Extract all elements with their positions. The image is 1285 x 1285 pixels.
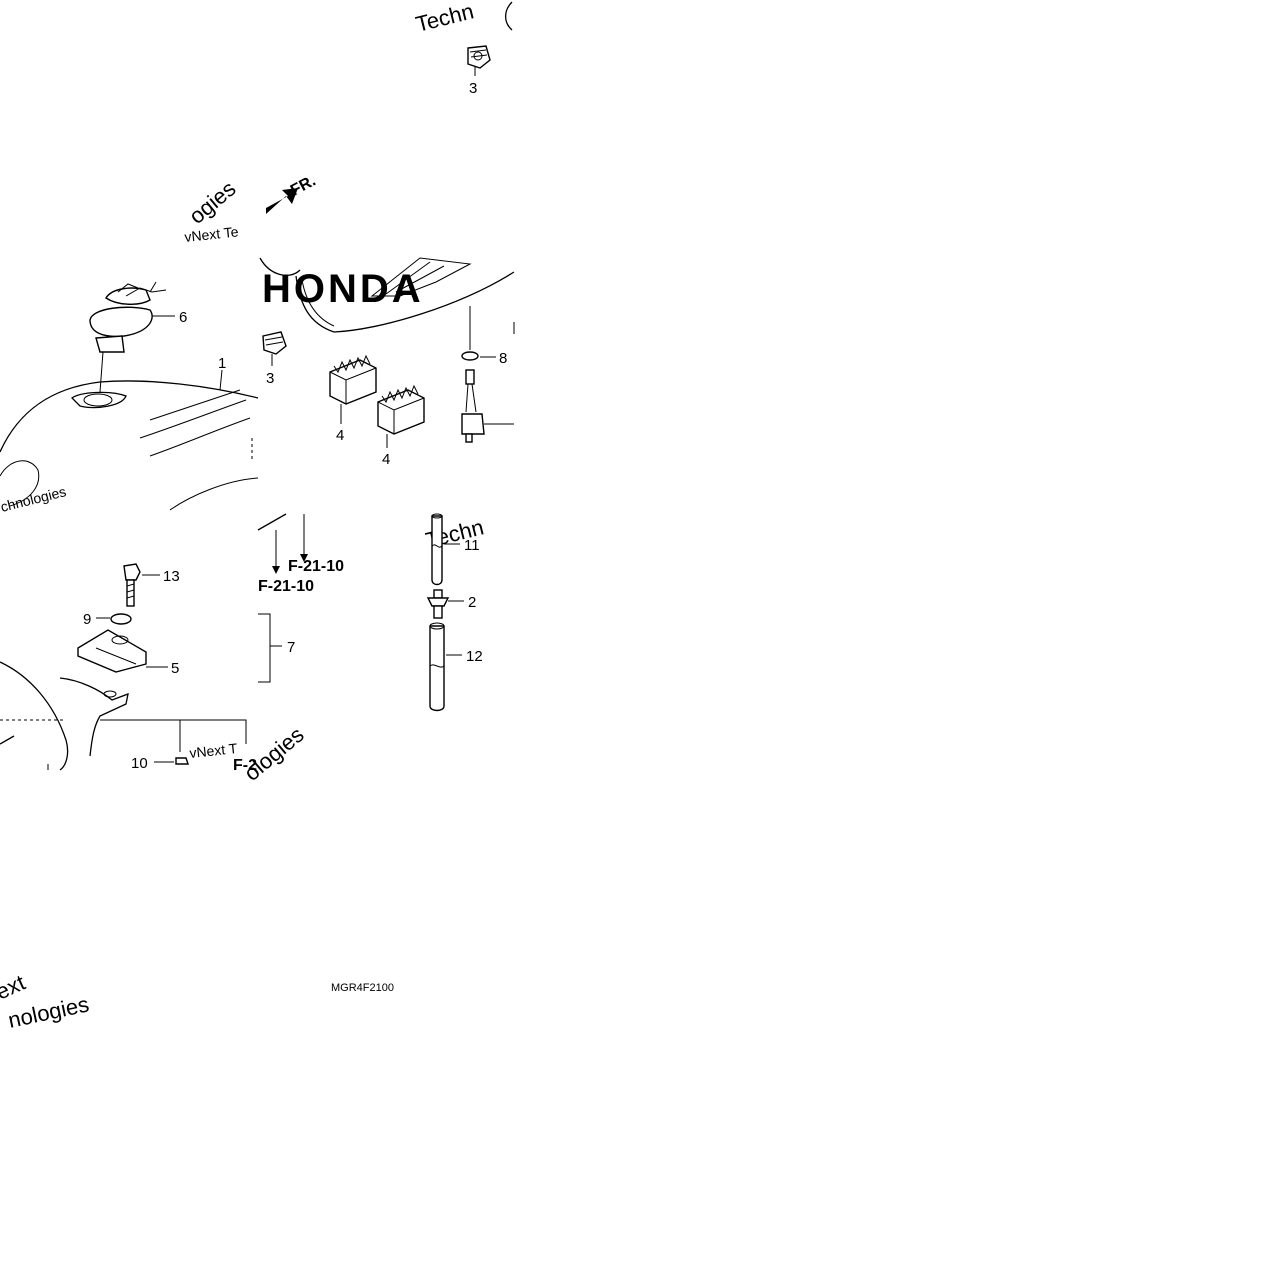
callout-13: 13 bbox=[163, 568, 180, 585]
washer-part[interactable] bbox=[110, 613, 132, 625]
callout-10: 10 bbox=[131, 755, 148, 772]
leader-line bbox=[100, 719, 247, 752]
rubber-pad-part[interactable] bbox=[377, 384, 425, 435]
callout-11: 11 bbox=[464, 537, 480, 554]
leader-line bbox=[219, 369, 223, 391]
reference-label[interactable]: F-2 bbox=[233, 757, 257, 774]
group-bracket bbox=[258, 613, 271, 683]
bolt-part[interactable] bbox=[123, 563, 141, 607]
watermark: vNext Te bbox=[184, 223, 240, 245]
watermark: Techn bbox=[413, 0, 476, 37]
part-outline bbox=[259, 257, 301, 276]
arrow-head bbox=[272, 566, 280, 574]
callout-3: 3 bbox=[469, 80, 477, 97]
hose-fragment: Techn 11 2 12 bbox=[423, 513, 486, 712]
top-fragment: Techn 3 bbox=[413, 0, 513, 97]
reference-label[interactable]: F-21-10 bbox=[258, 578, 314, 595]
callout-2: 2 bbox=[468, 594, 476, 611]
emblem-shape bbox=[370, 257, 472, 297]
callout-3: 3 bbox=[266, 370, 274, 387]
brand-logo: HONDA bbox=[262, 267, 424, 311]
watermark: ext bbox=[0, 970, 29, 1005]
callout-4: 4 bbox=[382, 451, 390, 468]
leader-line bbox=[99, 351, 104, 393]
callout-7: 7 bbox=[287, 639, 295, 656]
fuel-tank-part[interactable] bbox=[0, 380, 259, 511]
front-direction-arrow: FR. bbox=[266, 172, 319, 214]
part-outline bbox=[257, 513, 287, 531]
blank-area bbox=[515, 0, 1285, 780]
nut-part[interactable] bbox=[262, 331, 287, 355]
arrow-head bbox=[300, 554, 308, 562]
hose-part[interactable] bbox=[429, 622, 445, 712]
part-outline bbox=[301, 279, 335, 327]
part-outline bbox=[504, 1, 513, 31]
callout-6: 6 bbox=[179, 309, 187, 326]
tank-side-fragment: FR. HONDA 3 4 4 8 bbox=[259, 172, 515, 468]
nut-part-top[interactable] bbox=[467, 45, 491, 69]
part-outline bbox=[295, 271, 515, 333]
callout-8: 8 bbox=[499, 350, 507, 367]
watermark: nologies bbox=[6, 991, 91, 1032]
watermark: vNext T bbox=[189, 740, 239, 761]
fuel-cap-part[interactable] bbox=[89, 281, 167, 353]
sensor-part[interactable] bbox=[461, 369, 485, 443]
watermark: ologies bbox=[239, 722, 308, 786]
clip-part[interactable] bbox=[175, 757, 189, 765]
washer-part[interactable] bbox=[461, 351, 479, 361]
tank-fragment: vNext Te ogies 6 1 chnologies bbox=[0, 176, 259, 515]
callout-5: 5 bbox=[171, 660, 179, 677]
mount-fragment: F-21-10 F-21-10 13 9 5 7 bbox=[0, 513, 344, 786]
watermark: chnologies bbox=[0, 483, 68, 515]
watermark: ogies bbox=[184, 176, 240, 229]
callout-1: 1 bbox=[218, 355, 226, 372]
emblem-stripes bbox=[385, 261, 445, 295]
callout-4: 4 bbox=[336, 427, 344, 444]
diagram-code: MGR4F2100 bbox=[331, 982, 394, 994]
hose-part[interactable] bbox=[431, 513, 443, 586]
joint-part[interactable] bbox=[426, 589, 450, 619]
reference-label[interactable]: F-21-10 bbox=[288, 558, 344, 575]
mount-rubber-part[interactable] bbox=[77, 629, 147, 673]
callout-9: 9 bbox=[83, 611, 91, 628]
rubber-pad-part[interactable] bbox=[329, 354, 377, 405]
tank-rear-part[interactable] bbox=[0, 661, 129, 771]
callout-12: 12 bbox=[466, 648, 483, 665]
